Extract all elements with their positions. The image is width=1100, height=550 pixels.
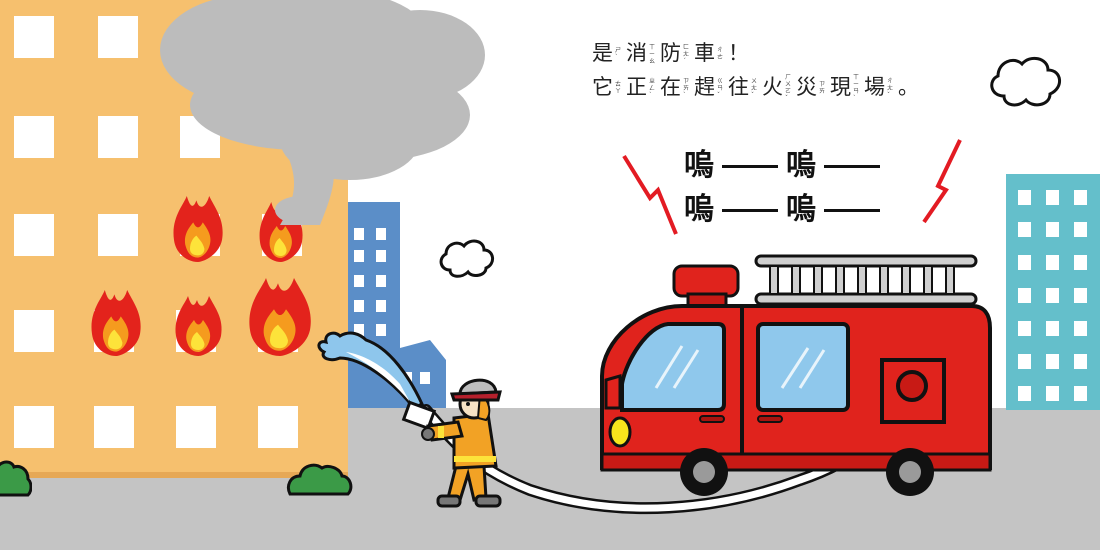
cab-window: [620, 322, 726, 412]
nozzle-icon: [401, 400, 437, 431]
hose-outlet: [880, 358, 946, 424]
siren-word: 嗚: [684, 192, 714, 227]
siren-row: 嗚 嗚: [684, 144, 888, 188]
smoke-cloud: [160, 0, 485, 225]
siren-dash: [824, 164, 880, 168]
cloud-icon: [439, 239, 494, 278]
siren-dash: [722, 164, 778, 168]
siren-bolt-icon: [622, 154, 678, 235]
zhuyin: ㄈㄤˊ: [683, 43, 692, 65]
siren-dash: [824, 208, 880, 212]
zhuyin: ㄍㄢˇ: [717, 77, 726, 99]
caption-char: 趕: [694, 75, 717, 99]
fire-truck: [600, 254, 992, 496]
zhuyin: ㄔㄜ: [717, 47, 726, 61]
caption-char: 。: [898, 75, 921, 99]
caption-char: 在: [660, 75, 683, 99]
firefighter: [401, 378, 502, 508]
headlight-icon: [608, 416, 632, 448]
ladder-icon: [754, 254, 978, 306]
zhuyin: ㄏㄨㄛˇ: [785, 74, 794, 102]
caption-char: 是: [592, 41, 615, 65]
zhuyin: ㄗㄞˋ: [683, 77, 692, 99]
caption-char: 防: [660, 41, 683, 65]
caption-char: 消: [626, 41, 649, 65]
siren-bolt-icon: [922, 139, 962, 224]
zhuyin: ㄓㄥˋ: [649, 77, 658, 99]
beacon-icon: [672, 264, 740, 298]
water-spray: [317, 331, 424, 410]
zhuyin: ㄒㄧㄢˋ: [853, 74, 862, 102]
cloud-icon: [990, 56, 1061, 107]
caption-char: 往: [728, 75, 751, 99]
caption-char: 它: [592, 75, 615, 99]
teal-building-windows: [1018, 190, 1087, 401]
siren-word: 嗚: [786, 148, 816, 183]
siren-sound-text: 嗚 嗚 嗚 嗚: [684, 144, 888, 232]
caption-char: 火: [762, 75, 785, 99]
siren-row: 嗚 嗚: [684, 188, 888, 232]
caption-char: 災: [796, 75, 819, 99]
siren-dash: [722, 208, 778, 212]
flame-icon: [175, 296, 222, 356]
caption-char: 場: [864, 75, 887, 99]
zhuyin: ㄕˋ: [615, 47, 624, 61]
zhuyin: ㄔㄤˇ: [887, 77, 896, 99]
zhuyin: ㄊㄚ: [615, 81, 624, 95]
zhuyin: ㄗㄞ: [819, 81, 828, 95]
flame-icon: [249, 278, 311, 356]
zhuyin: ㄒㄧㄠ: [649, 43, 658, 65]
caption-char: ！: [728, 41, 751, 65]
bush-icon: [0, 460, 32, 497]
bush-icon: [286, 463, 353, 496]
caption-char: 現: [830, 75, 853, 99]
teal-building: [1006, 174, 1100, 410]
siren-word: 嗚: [786, 192, 816, 227]
siren-word: 嗚: [684, 148, 714, 183]
zhuyin: ㄨㄤˇ: [751, 77, 760, 99]
caption-char: 車: [694, 41, 717, 65]
caption-char: 正: [626, 75, 649, 99]
side-window: [756, 322, 850, 412]
flame-icon: [91, 290, 141, 356]
